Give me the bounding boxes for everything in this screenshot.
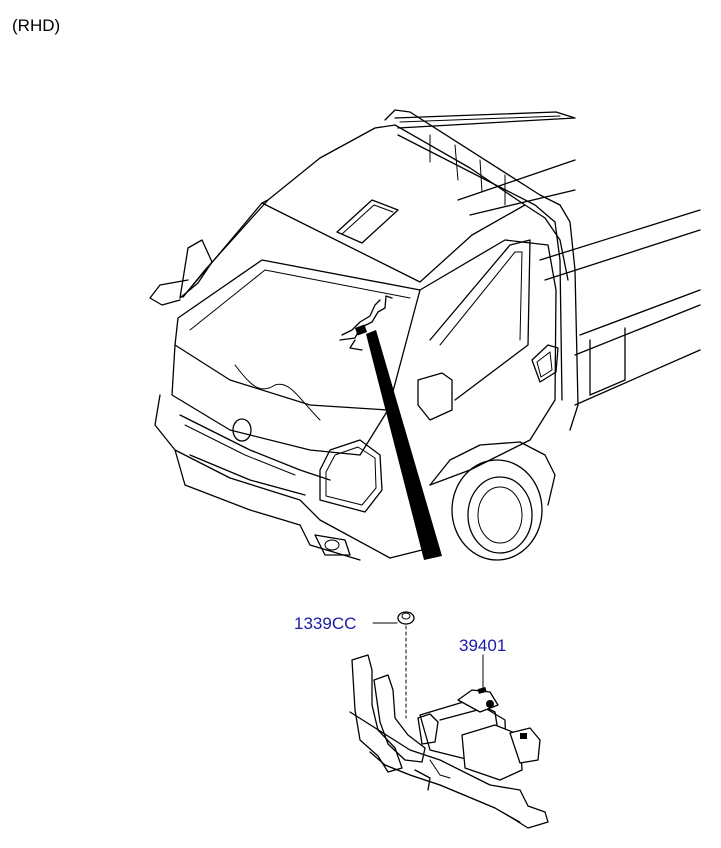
truck-illustration xyxy=(149,109,701,561)
vacuum-valve-assembly xyxy=(349,611,549,829)
variant-label: (RHD) xyxy=(12,16,60,35)
part-number-valve[interactable]: 39401 xyxy=(459,636,506,655)
callout-wedge xyxy=(366,330,442,560)
part-number-nut[interactable]: 1339CC xyxy=(294,614,356,633)
